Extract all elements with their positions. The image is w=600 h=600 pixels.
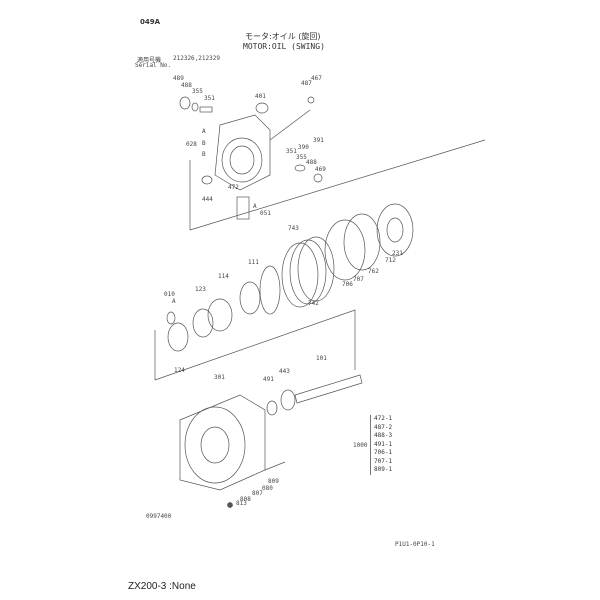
part-callout[interactable]: 469: [315, 166, 326, 173]
part-callout[interactable]: 813: [236, 500, 247, 507]
guide-line: [189, 139, 486, 231]
part-callout[interactable]: 444: [202, 196, 213, 203]
relief-valve: [255, 102, 269, 114]
part-callout[interactable]: 489: [173, 75, 184, 82]
kit-item: 707-1: [374, 457, 393, 465]
part-callout[interactable]: 355: [192, 88, 203, 95]
motor-housing: [179, 394, 266, 491]
part-callout[interactable]: 028: [186, 141, 197, 148]
part-callout[interactable]: 472: [228, 184, 239, 191]
serial-numbers: 212326,212329: [173, 55, 220, 62]
part-callout[interactable]: B: [202, 151, 206, 158]
part-callout[interactable]: 080: [262, 485, 273, 492]
part-callout[interactable]: 231: [392, 250, 403, 257]
part-callout[interactable]: 491: [263, 376, 274, 383]
plug: [179, 96, 191, 110]
part-callout[interactable]: 351: [204, 95, 215, 102]
brake-piston: [324, 219, 366, 281]
part-callout[interactable]: 301: [214, 374, 225, 381]
part-callout[interactable]: 467: [311, 75, 322, 82]
kit-item: 487-2: [374, 423, 393, 431]
part-callout[interactable]: 742: [308, 300, 319, 307]
spring: [199, 106, 213, 113]
part-callout[interactable]: 401: [255, 93, 266, 100]
serial-label-en: Serial No.: [135, 62, 172, 69]
retainer-plate: [207, 298, 233, 332]
guide-line: [154, 309, 356, 381]
kit-item: 706-1: [374, 449, 393, 456]
sheet-code: P1U1-0P10-1: [395, 541, 435, 548]
part-callout[interactable]: 443: [279, 368, 290, 375]
part-callout[interactable]: 762: [368, 268, 379, 275]
cylinder-block: [239, 281, 261, 315]
part-callout[interactable]: 743: [288, 225, 299, 232]
kit-items: 472-1 487-2 488-3 491-1 706-1 707-1 809-…: [370, 415, 392, 475]
part-callout[interactable]: A: [202, 128, 206, 135]
part-callout[interactable]: 355: [296, 154, 307, 161]
kit-item: 488-3: [374, 432, 393, 439]
part-callout[interactable]: 488: [181, 82, 192, 89]
part-callout[interactable]: A: [172, 298, 176, 305]
part-callout[interactable]: 111: [248, 259, 259, 266]
valve-cover: [214, 114, 271, 191]
part-callout[interactable]: 807: [252, 490, 263, 497]
page-code: 049A: [140, 18, 161, 26]
part-callout[interactable]: 351: [286, 148, 297, 155]
valve-cover-bore: [221, 137, 263, 183]
part-callout[interactable]: 487: [301, 80, 312, 87]
title-japanese: モータ:オイル (旋回): [245, 32, 321, 41]
title-english: MOTOR:OIL (SWING): [243, 42, 325, 51]
rear-plate: [376, 203, 414, 257]
part-callout[interactable]: 706: [342, 281, 353, 288]
friction-plates: [281, 242, 319, 308]
part-callout[interactable]: 101: [316, 355, 327, 362]
part-callout[interactable]: 488: [306, 159, 317, 166]
serial-label-jp: 適用号機: [137, 57, 162, 64]
part-callout[interactable]: 124: [174, 367, 185, 374]
part-callout[interactable]: 809: [268, 478, 279, 485]
part-callout[interactable]: 123: [195, 286, 206, 293]
kit-item: 809-1: [374, 466, 393, 473]
part-callout[interactable]: 390: [298, 144, 309, 151]
part-callout[interactable]: 010: [164, 291, 175, 298]
kit-item: 472-1: [374, 415, 393, 422]
kit-number: 1000: [353, 442, 368, 449]
part-callout[interactable]: A: [253, 203, 257, 210]
part-callout[interactable]: 712: [385, 257, 396, 264]
check-valve: [236, 196, 250, 220]
kit-item: 491-1: [374, 440, 393, 448]
part-callout[interactable]: 808: [240, 496, 251, 503]
part-callout[interactable]: B: [202, 140, 206, 147]
part-callout[interactable]: 114: [218, 273, 229, 280]
part-callout[interactable]: 707: [353, 276, 364, 283]
drawing-number: 0997400: [146, 513, 172, 520]
part-callout[interactable]: 391: [313, 137, 324, 144]
shoe-plate: [167, 322, 189, 352]
part-callout[interactable]: 051: [260, 210, 271, 217]
footer-caption: ZX200-3 :None: [128, 581, 196, 592]
output-shaft: [294, 374, 363, 404]
